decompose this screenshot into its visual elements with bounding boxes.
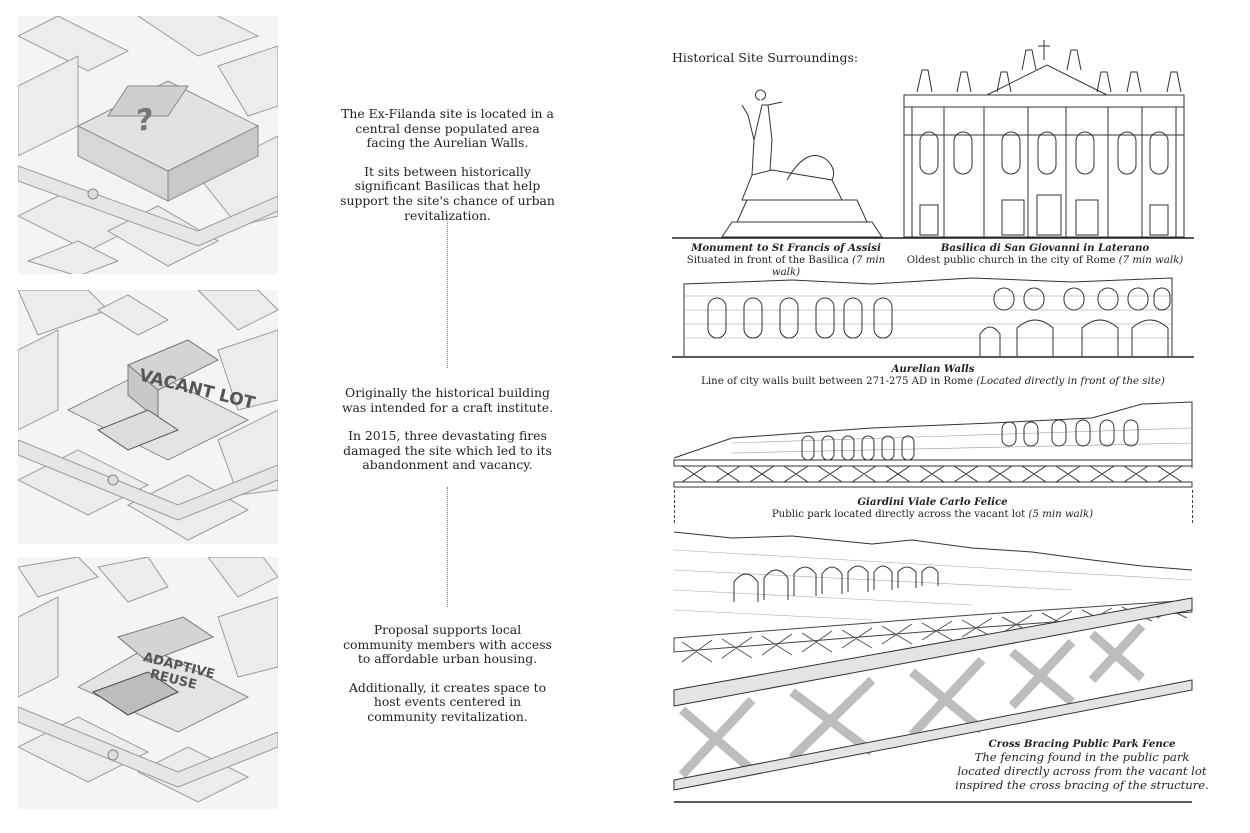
caption-walls: Aurelian Walls Line of city walls built …	[672, 363, 1194, 388]
caption-basilica-title: Basilica di San Giovanni in Laterano	[940, 242, 1150, 254]
story-block-3: Proposal supports local community member…	[340, 622, 555, 739]
caption-monument-desc: Situated in front of the Basilica	[686, 254, 849, 266]
caption-park-desc: Public park located directly across the …	[771, 508, 1026, 520]
story-1-p1: The Ex-Filanda site is located in a cent…	[341, 106, 554, 151]
caption-walls-desc: Line of city walls built between 271-275…	[701, 375, 973, 387]
story-2-p2: In 2015, three devastating fires damaged…	[343, 428, 552, 473]
caption-monument-title: Monument to St Francis of Assisi	[691, 242, 881, 254]
park-caption-bracket	[674, 490, 1193, 523]
caption-park-title: Giardini Viale Carlo Felice	[857, 496, 1008, 508]
site-question-label: ?	[136, 102, 153, 139]
fence-perspective-drawing	[673, 531, 1193, 803]
story-block-2: Originally the historical building was i…	[340, 385, 555, 487]
story-1-p2: It sits between historically significant…	[340, 163, 555, 223]
caption-walls-title: Aurelian Walls	[891, 363, 975, 375]
caption-monument: Monument to St Francis of Assisi Situate…	[672, 242, 900, 280]
story-3-p2: Additionally, it creates space to host e…	[348, 679, 547, 724]
story-divider-1	[447, 215, 448, 368]
caption-fence: Cross Bracing Public Park Fence The fenc…	[952, 738, 1212, 793]
caption-park: Giardini Viale Carlo Felice Public park …	[690, 496, 1175, 521]
caption-basilica: Basilica di San Giovanni in Laterano Old…	[900, 242, 1190, 267]
caption-fence-desc: The fencing found in the public park loc…	[955, 750, 1209, 793]
caption-walls-note: (Located directly in front of the site)	[976, 375, 1165, 387]
caption-basilica-note: (7 min walk)	[1118, 254, 1184, 266]
caption-fence-title: Cross Bracing Public Park Fence	[988, 738, 1176, 750]
park-wall-fence-drawing	[673, 401, 1193, 488]
caption-basilica-desc: Oldest public church in the city of Rome	[906, 254, 1116, 266]
iso-panel-adaptive-reuse: ADAPTIVE REUSE	[18, 557, 278, 809]
story-2-p1: Originally the historical building was i…	[341, 385, 554, 415]
iso-panel-vacant-lot: VACANT LOT	[18, 290, 278, 544]
surroundings-heading: Historical Site Surroundings:	[672, 50, 859, 65]
caption-park-note: (5 min walk)	[1028, 508, 1094, 520]
iso-panel-site: ?	[18, 16, 278, 274]
story-3-p1: Proposal supports local community member…	[343, 622, 552, 667]
caption-monument-note: (7 min walk)	[771, 254, 886, 279]
story-block-1: The Ex-Filanda site is located in a cent…	[340, 106, 555, 237]
monument-basilica-drawing	[672, 40, 1194, 239]
aurelian-walls-drawing	[672, 277, 1194, 358]
story-divider-2	[447, 487, 448, 607]
